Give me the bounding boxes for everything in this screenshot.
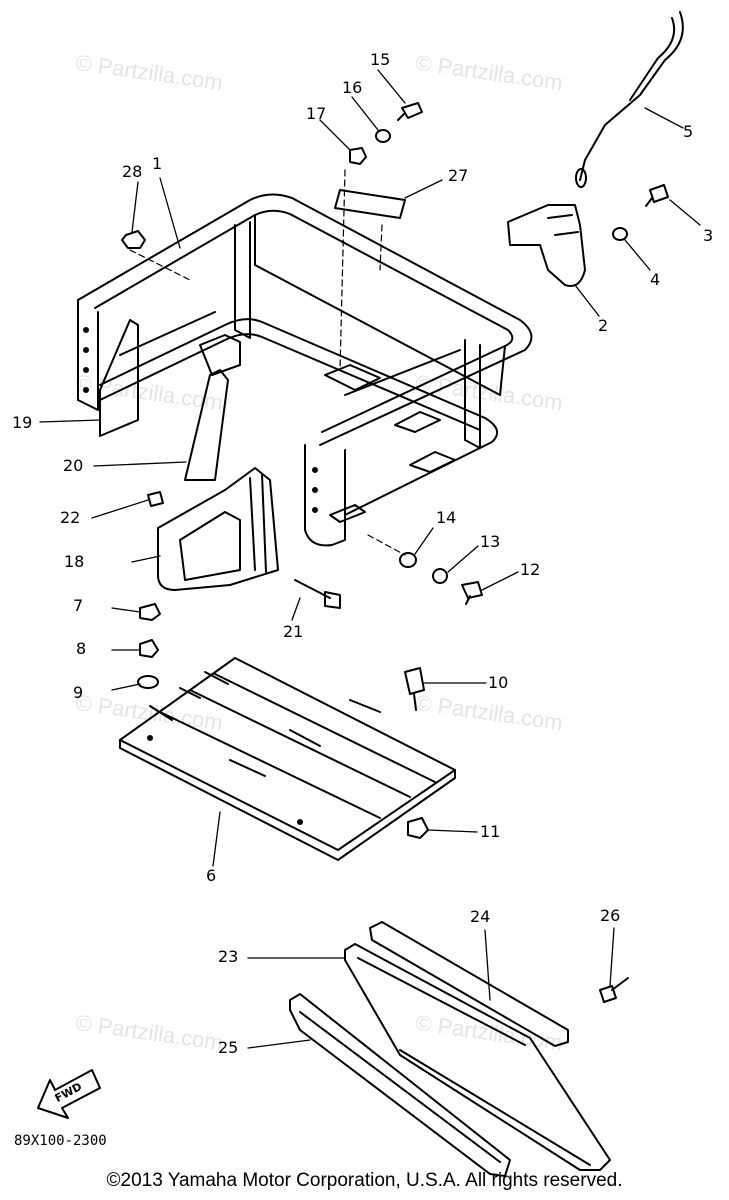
side-rail-24	[369, 921, 569, 1047]
bolt	[461, 581, 483, 605]
bracket-20	[184, 369, 229, 481]
label-panel	[334, 189, 406, 219]
callout-16: 16	[342, 78, 363, 97]
callout-17: 17	[306, 104, 327, 123]
leader-lines	[39, 69, 701, 1049]
callout-27: 27	[448, 166, 469, 185]
side-rail-23	[344, 943, 611, 1171]
nut	[407, 817, 429, 839]
latch-bracket	[507, 204, 586, 287]
callout-26: 26	[600, 906, 621, 925]
bracket-19	[99, 319, 139, 437]
callout-23: 23	[218, 947, 239, 966]
washer	[399, 552, 417, 568]
bolt	[645, 184, 669, 207]
callout-18: 18	[64, 552, 85, 571]
callout-22: 22	[60, 508, 81, 527]
side-rail-25	[289, 993, 511, 1177]
cable	[575, 11, 684, 188]
callout-8: 8	[76, 639, 87, 658]
washer	[432, 568, 448, 584]
nut	[139, 639, 159, 658]
skid-plate	[119, 657, 456, 861]
bolt	[404, 667, 425, 711]
callout-3: 3	[703, 226, 714, 245]
callout-28: 28	[122, 162, 143, 181]
washer	[137, 675, 159, 689]
callout-7: 7	[73, 596, 84, 615]
callout-12: 12	[520, 560, 541, 579]
callout-15: 15	[370, 50, 391, 69]
tool-box	[157, 467, 279, 591]
callout-14: 14	[436, 508, 457, 527]
bolt	[397, 102, 423, 121]
washer	[375, 129, 391, 143]
callout-9: 9	[73, 683, 84, 702]
callout-5: 5	[683, 122, 694, 141]
callout-10: 10	[488, 673, 509, 692]
callout-4: 4	[650, 270, 661, 289]
callout-25: 25	[218, 1038, 239, 1057]
bolt	[147, 491, 164, 507]
callout-2: 2	[598, 316, 609, 335]
diagram-code: 89X100-2300	[14, 1133, 107, 1149]
washer	[612, 227, 628, 241]
callout-21: 21	[283, 622, 304, 641]
nut	[121, 230, 146, 249]
rack-frame	[77, 193, 533, 547]
nut	[139, 603, 161, 621]
callout-24: 24	[470, 907, 491, 926]
callout-11: 11	[480, 822, 501, 841]
callout-6: 6	[206, 866, 217, 885]
nut	[349, 147, 367, 165]
clip	[599, 977, 629, 1003]
callout-20: 20	[63, 456, 84, 475]
callout-19: 19	[12, 413, 33, 432]
copyright-text: ©2013 Yamaha Motor Corporation, U.S.A. A…	[106, 1170, 623, 1191]
fwd-arrow-icon	[37, 1069, 101, 1119]
bolt	[294, 579, 341, 609]
callout-13: 13	[480, 532, 501, 551]
callout-1: 1	[152, 154, 163, 173]
